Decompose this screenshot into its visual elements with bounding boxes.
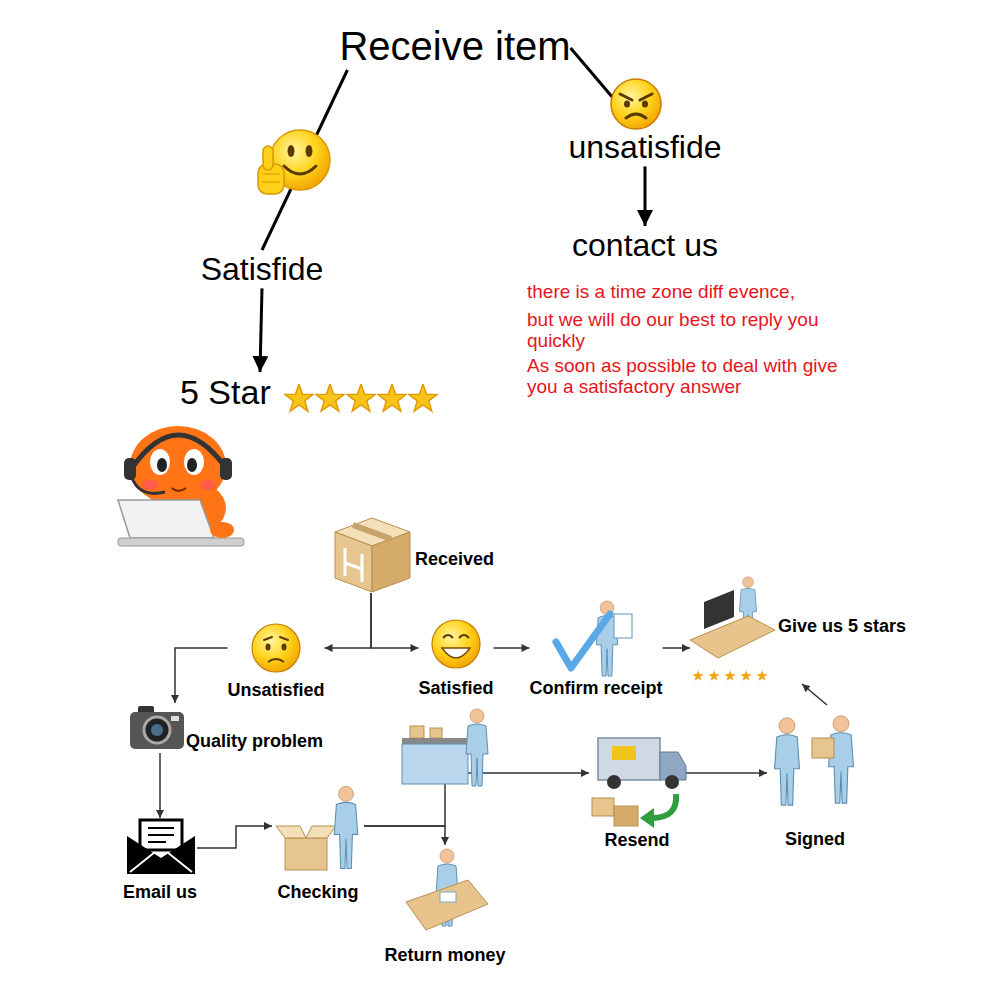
note-text: but we will do our best to reply you qui… (527, 310, 845, 352)
step-label: Received (415, 549, 494, 571)
rating-stars (285, 384, 438, 411)
flow-arrow (364, 826, 445, 845)
flow-arrow (494, 647, 530, 649)
step-label: Email us (123, 882, 197, 904)
process-step: Unsatisfied (227, 620, 324, 702)
handover-figure (775, 716, 854, 805)
step-label: 5 Star (180, 372, 271, 413)
process-step: Checking (272, 776, 364, 904)
step-label: Confirm receipt (529, 678, 662, 700)
start-step: Receive item (339, 22, 570, 70)
flow-arrow (197, 826, 272, 848)
step-label: Return money (384, 945, 505, 967)
happy-emoji (258, 130, 330, 194)
confirm-figure (556, 601, 632, 676)
flow-arrow (663, 647, 690, 649)
checking-figure (276, 786, 358, 870)
step-label: Satisfied (418, 678, 493, 700)
step-label: Give us 5 stars (778, 616, 906, 638)
flow-arrow (325, 593, 371, 648)
flow-arrow (371, 593, 418, 648)
process-step: Email us (123, 818, 197, 904)
step-label: Checking (272, 882, 364, 904)
process-step: Satisfied (418, 612, 493, 700)
process-step: Give us 5 stars (690, 572, 906, 684)
refund-figure (406, 849, 488, 930)
process-step: Quality problem (128, 703, 323, 753)
process-step: Confirm receipt (529, 598, 662, 700)
step-label: Satisfide (201, 250, 324, 288)
flow-arrow (260, 288, 262, 372)
packing-figure (402, 709, 488, 786)
process-step: Signed (767, 705, 863, 851)
step-label: Unsatisfied (227, 680, 324, 702)
flow-arrow (262, 70, 347, 250)
sad-emoji (252, 624, 300, 672)
flow-arrow (175, 648, 227, 703)
step-label: contact us (572, 226, 718, 264)
truck-icon (592, 738, 686, 828)
branch-step: Satisfide (201, 250, 324, 288)
note-text: there is a time zone diff evence, (527, 282, 867, 303)
flow-arrow (802, 684, 827, 705)
envelope-icon (127, 820, 195, 874)
step-label: Signed (767, 829, 863, 851)
angry-emoji (611, 79, 661, 129)
parcel-icon (335, 518, 410, 592)
flow-arrow (643, 166, 646, 226)
flow-arrow (159, 753, 161, 818)
step-label: unsatisfide (569, 128, 722, 166)
process-step: Return money (384, 845, 505, 967)
process-step: Received (333, 515, 494, 593)
camera-icon (130, 706, 184, 749)
note-text: As soon as possible to deal with give yo… (527, 356, 857, 398)
grin-emoji (432, 620, 480, 668)
mascot (118, 426, 244, 546)
step-label: Quality problem (186, 731, 323, 753)
step-label: Receive item (339, 22, 570, 70)
process-step: Resend (589, 728, 685, 852)
branch-step: unsatisfide (569, 128, 722, 166)
flow-arrow (685, 772, 767, 774)
step-label: Resend (589, 830, 685, 852)
contact-step: contact us (572, 226, 718, 264)
desk-figure (690, 577, 775, 681)
rating-step: 5 Star (180, 372, 271, 413)
